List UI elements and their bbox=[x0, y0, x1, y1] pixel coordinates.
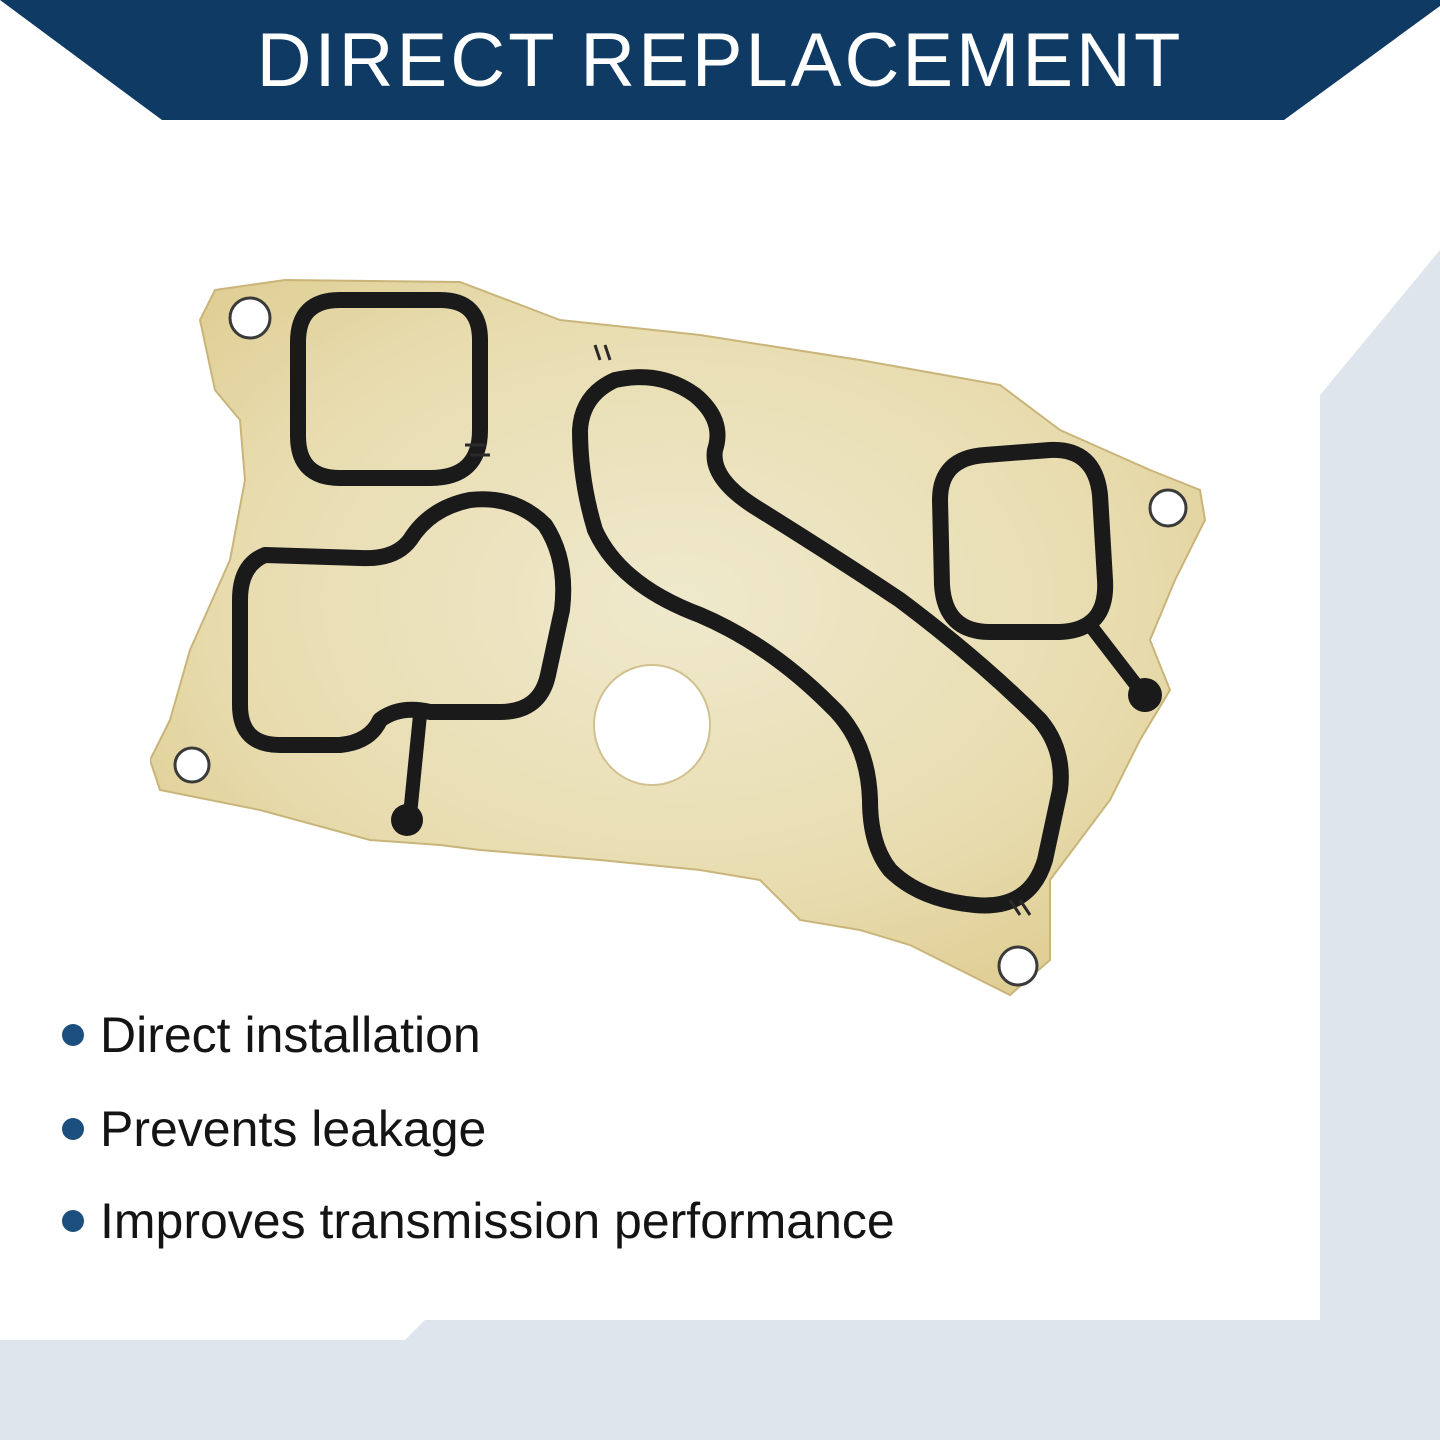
list-item: Direct installation bbox=[62, 1000, 481, 1070]
feature-text: Prevents leakage bbox=[100, 1101, 487, 1157]
bullet-icon bbox=[62, 1118, 84, 1140]
bullet-icon bbox=[62, 1210, 84, 1232]
feature-text: Improves transmission performance bbox=[100, 1193, 895, 1249]
banner-background bbox=[0, 0, 1440, 120]
list-item: Improves transmission performance bbox=[62, 1186, 895, 1256]
bullet-icon bbox=[62, 1024, 84, 1046]
gasket-image bbox=[150, 278, 1207, 997]
list-item: Prevents leakage bbox=[62, 1094, 486, 1164]
feature-text: Direct installation bbox=[100, 1007, 481, 1063]
banner-title: DIRECT REPLACEMENT bbox=[256, 17, 1184, 103]
